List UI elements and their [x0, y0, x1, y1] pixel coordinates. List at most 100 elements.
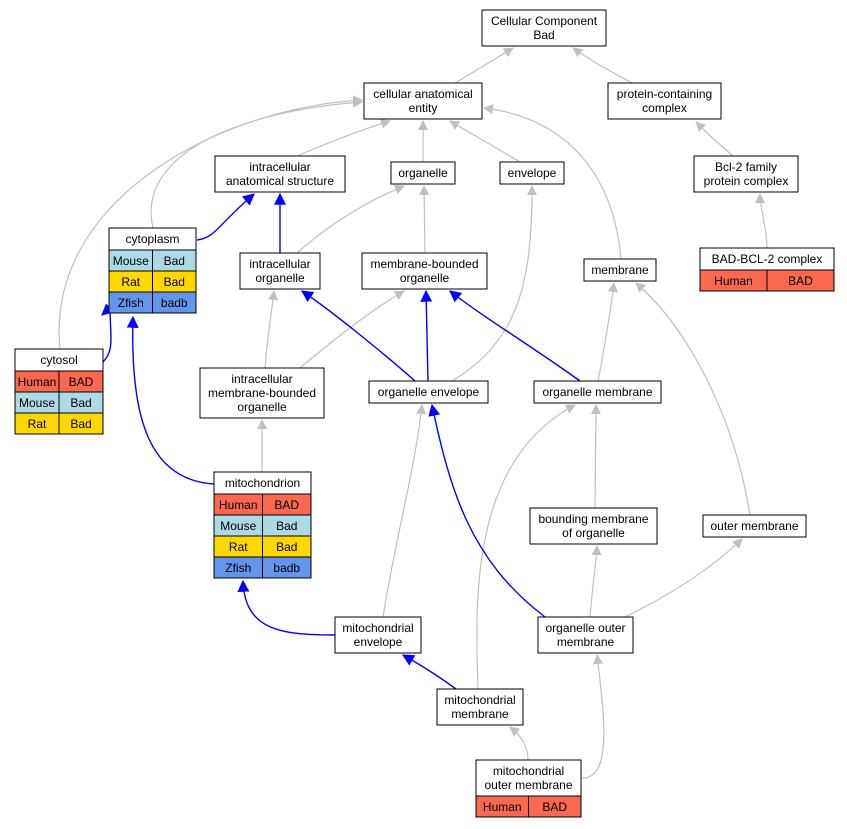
gene-label: Bad: [164, 254, 185, 268]
node-label: mitochondrial: [342, 621, 413, 635]
node-organelle[interactable]: organelle: [390, 161, 456, 185]
species-row-rat: Rat Bad: [14, 412, 104, 435]
node-box: [334, 616, 422, 654]
node-label: envelope: [508, 166, 557, 180]
edge-part-of-organelle-outer-membrane-to-organelle-envelope: [428, 403, 546, 618]
node-label: cytosol: [40, 353, 77, 367]
gene-label: Bad: [276, 519, 297, 533]
node-box: [693, 155, 799, 193]
edge-is-a-organelle-envelope-to-envelope: [451, 185, 537, 382]
species-label: Human: [483, 800, 522, 814]
node-label: mitochondrial: [493, 764, 564, 778]
edge-is-a-membrane-bounded-organelle-to-organelle: [419, 185, 430, 254]
node-label: outer membrane: [710, 519, 798, 533]
node-label: organelle: [400, 271, 450, 285]
node-label: organelle envelope: [378, 385, 480, 399]
species-label: Zfish: [118, 296, 144, 310]
node-outer-membrane[interactable]: outer membrane: [702, 514, 807, 538]
gene-label: Bad: [276, 540, 297, 554]
species-label: Mouse: [19, 396, 55, 410]
edge-is-a-intracellular-mb-organelle-to-membrane-bounded-organelle: [299, 290, 405, 369]
edge-is-a-cellular-anatomical-entity-to-cellular-component: [454, 47, 514, 84]
node-label: mitochondrial: [444, 693, 515, 707]
edge-is-a-protein-containing-complex-to-cellular-component: [572, 47, 633, 84]
node-box: [529, 507, 658, 545]
species-label: Human: [18, 375, 57, 389]
node-envelope[interactable]: envelope: [499, 161, 565, 185]
node-box: [583, 258, 657, 282]
gene-label: Bad: [70, 396, 91, 410]
node-label: anatomical structure: [226, 174, 334, 188]
edge-is-a-outer-membrane-to-membrane: [635, 282, 751, 516]
node-membrane[interactable]: membrane: [583, 258, 657, 282]
node-label: envelope: [354, 635, 403, 649]
edge-part-of-mitochondrial-membrane-to-mitochondrial-envelope: [401, 654, 457, 690]
gene-label: Bad: [70, 417, 91, 431]
gene-label: BAD: [69, 375, 94, 389]
species-row-mouse: Mouse Bad: [14, 391, 104, 414]
edge-is-a-membrane-to-cellular-anatomical-entity: [483, 104, 622, 260]
edges-layer: [58, 47, 768, 779]
node-organelle-membrane[interactable]: organelle membrane: [533, 380, 662, 404]
node-label: organelle: [398, 166, 448, 180]
gene-label: badb: [273, 561, 300, 575]
node-label: protein complex: [704, 174, 789, 188]
gene-label: BAD: [788, 274, 813, 288]
edge-is-a-intracellular-organelle-to-organelle: [296, 184, 405, 254]
edge-is-a-organelle-outer-membrane-to-outer-membrane: [624, 538, 743, 618]
edge-is-a-mito-outer-membrane-to-organelle-outer-membrane: [580, 654, 605, 779]
node-label: of organelle: [562, 526, 625, 540]
edge-is-a-intracellular-mb-organelle-to-intracellular-organelle: [264, 290, 279, 369]
gene-label: Bad: [164, 275, 185, 289]
node-label: organelle: [255, 271, 305, 285]
edge-part-of-mitochondrion-to-cytoplasm: [126, 315, 215, 485]
node-organelle-envelope[interactable]: organelle envelope: [368, 380, 489, 404]
species-label: Rat: [28, 417, 47, 431]
edge-is-a-bounding-membrane-to-organelle-membrane: [590, 404, 601, 509]
edge-is-a-organelle-outer-membrane-to-bounding-membrane: [589, 545, 602, 618]
node-label: bounding membrane: [538, 512, 648, 526]
gene-cell: [528, 795, 582, 818]
edge-is-a-mitochondrial-envelope-to-organelle-envelope: [382, 404, 427, 618]
node-box: [499, 161, 565, 185]
edge-part-of-cytoplasm-to-intracellular-anatomical-structure: [196, 193, 255, 241]
node-label: organelle outer: [545, 621, 625, 635]
node-box: [533, 380, 662, 404]
node-label: complex: [642, 101, 687, 115]
edge-is-a-cytosol-to-cellular-anatomical-entity: [58, 95, 363, 350]
node-label: membrane: [557, 635, 615, 649]
species-label: Human: [219, 498, 258, 512]
node-label: intracellular: [231, 372, 292, 386]
node-box: [363, 82, 483, 120]
edge-is-a-intracellular-anatomical-structure-to-cellular-anatomical-entity: [296, 118, 391, 157]
node-label: membrane-bounded: [208, 386, 316, 400]
gene-cell: [262, 556, 312, 579]
node-label: Bcl-2 family: [715, 160, 777, 174]
